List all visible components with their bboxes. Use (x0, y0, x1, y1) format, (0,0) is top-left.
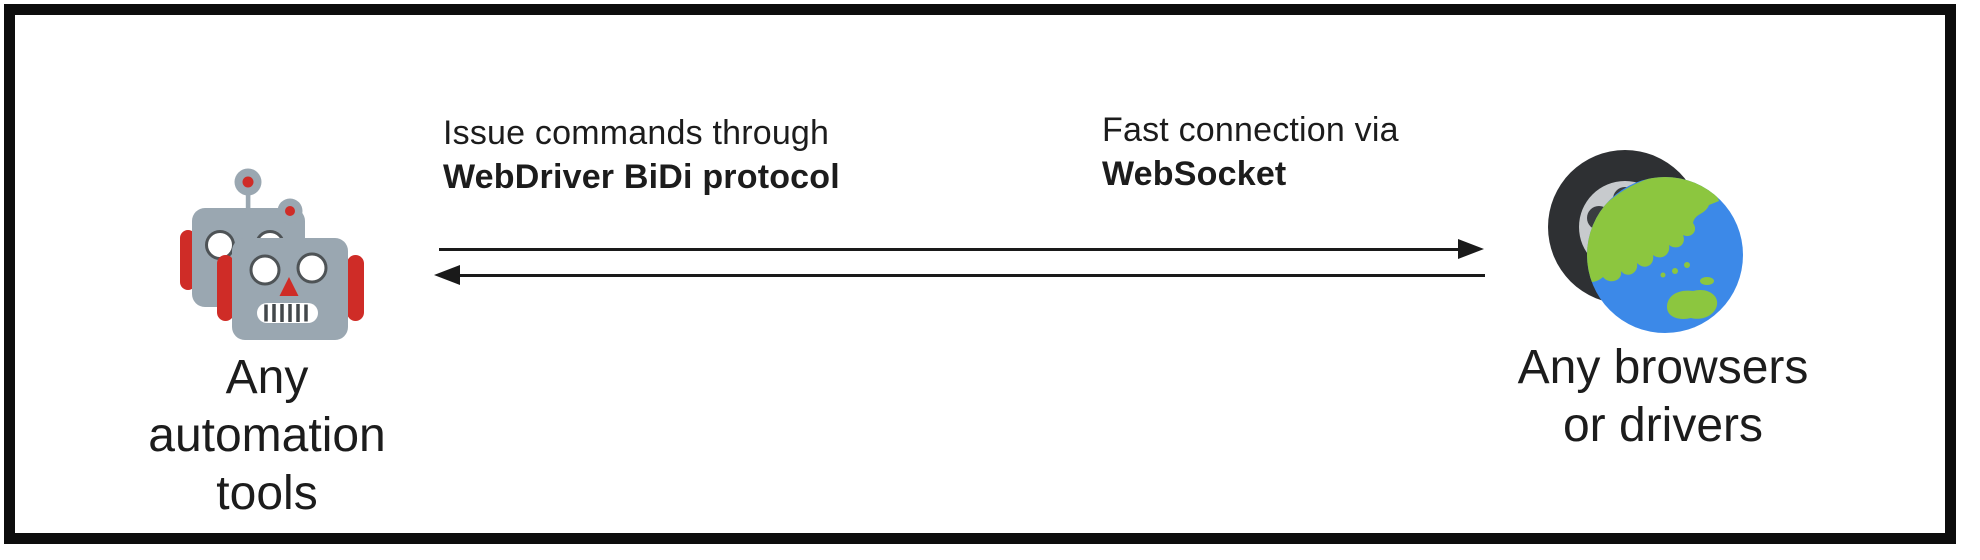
connection-label-line-2: WebSocket (1102, 155, 1287, 193)
arrowhead-right-icon (1458, 239, 1484, 259)
left-caption-line-1: Any (225, 351, 309, 404)
diagram-frame: Any automation tools Issue commands thro… (4, 4, 1956, 544)
command-protocol-label: Issue commands through WebDriver BiDi pr… (443, 111, 840, 199)
command-label-line-1: Issue commands through (443, 114, 830, 152)
left-node-caption: Any automation tools (115, 349, 419, 523)
right-caption-line-2: or drivers (1562, 399, 1764, 452)
globe-icon (1587, 177, 1743, 333)
arrow-right-to-left (460, 274, 1485, 277)
automation-robots-icon (180, 168, 364, 340)
connection-label-line-1: Fast connection via (1102, 111, 1399, 149)
arrowhead-left-icon (434, 265, 460, 285)
left-caption-line-2: automation (148, 409, 386, 462)
right-node-caption: Any browsers or drivers (1512, 339, 1814, 455)
front-robot (217, 198, 364, 340)
connection-label: Fast connection via WebSocket (1102, 108, 1399, 196)
right-caption-line-1: Any browsers (1517, 341, 1809, 394)
left-caption-line-3: tools (216, 467, 318, 520)
browser-globe-tire-icon (1548, 150, 1743, 333)
arrow-left-to-right (439, 248, 1461, 251)
command-label-line-2: WebDriver BiDi protocol (443, 158, 840, 196)
